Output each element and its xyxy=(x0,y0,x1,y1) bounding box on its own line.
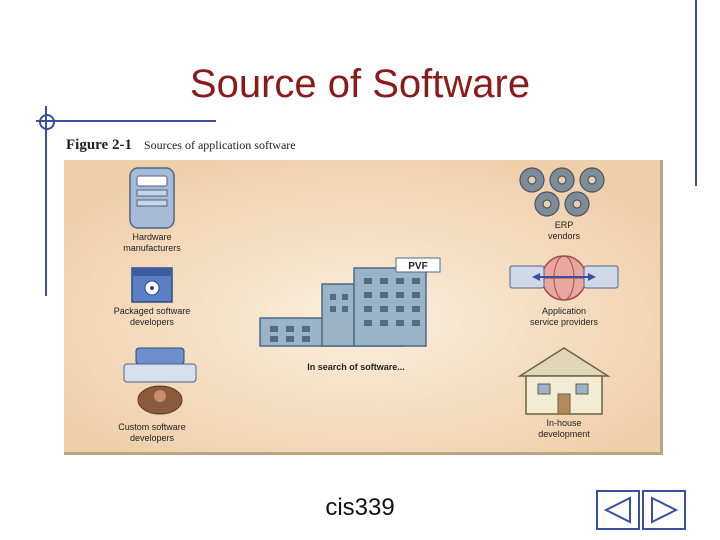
globe-network-icon xyxy=(509,255,619,301)
figure: Figure 2-1 Sources of application softwa… xyxy=(54,126,666,462)
title-underline-rule xyxy=(36,120,216,122)
crosshair-marker xyxy=(39,114,55,130)
slide-footer: cis339 xyxy=(325,494,395,521)
erp-vendors-label: ERP vendors xyxy=(547,220,581,241)
in-house-label: In-house development xyxy=(538,418,590,439)
software-box-icon xyxy=(131,267,173,303)
slide-title: Source of Software xyxy=(189,62,531,106)
triangle-right-icon xyxy=(651,496,679,524)
triangle-left-icon xyxy=(603,496,631,524)
asp-label: Application service providers xyxy=(529,306,599,327)
center-label: In search of software... xyxy=(307,362,405,372)
figure-caption: Sources of application software xyxy=(143,138,296,152)
next-slide-button[interactable] xyxy=(642,490,686,530)
top-right-vertical-rule xyxy=(695,0,697,186)
figure-panel: PVF In search of software... xyxy=(64,160,663,455)
figure-header: Figure 2-1 Sources of application softwa… xyxy=(66,136,296,154)
computer-tower-icon xyxy=(129,167,175,229)
previous-slide-button[interactable] xyxy=(596,490,640,530)
custom-software-label: Custom software developers xyxy=(118,422,186,443)
figure-illustration: PVF In search of software... xyxy=(64,160,660,452)
developer-workstation-icon xyxy=(123,347,197,415)
pvf-sign: PVF xyxy=(408,261,427,272)
packaged-software-label: Packaged software developers xyxy=(113,306,191,327)
gears-icon xyxy=(519,167,605,217)
left-vertical-rule xyxy=(45,106,47,296)
hardware-label: Hardware manufacturers xyxy=(123,232,181,253)
house-icon xyxy=(517,347,611,415)
figure-number: Figure 2-1 xyxy=(66,137,132,153)
office-building-icon: PVF xyxy=(259,257,441,347)
